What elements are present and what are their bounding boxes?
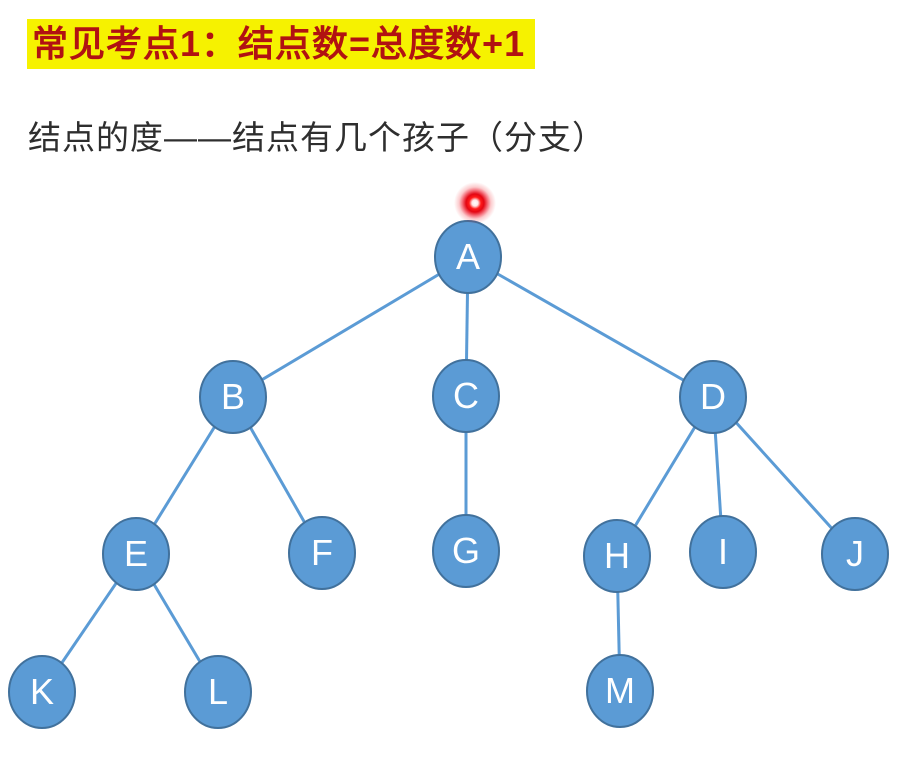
- tree-node-G: G: [432, 514, 500, 588]
- tree-node-M: M: [586, 654, 654, 728]
- tree-node-label: H: [604, 535, 630, 576]
- tree-node-label: M: [605, 670, 635, 711]
- tree-node-F: F: [288, 516, 356, 590]
- tree-node-circle: [199, 360, 267, 434]
- tree-node-circle: [583, 519, 651, 593]
- tree-node-circle: [184, 655, 252, 729]
- tree-node-J: J: [821, 517, 889, 591]
- tree-node-circle: [288, 516, 356, 590]
- tree-node-H: H: [583, 519, 651, 593]
- tree-node-circle: [689, 515, 757, 589]
- tree-node-label: A: [456, 236, 480, 277]
- slide-title: 常见考点1：结点数=总度数+1: [27, 19, 536, 69]
- tree-node-I: I: [689, 515, 757, 589]
- tree-node-label: E: [124, 533, 148, 574]
- tree-node-label: I: [718, 531, 728, 572]
- tree-node-label: J: [846, 533, 864, 574]
- tree-edge-A-B: [232, 255, 469, 399]
- tree-node-label: B: [221, 376, 245, 417]
- degree-definition-text: 结点的度——结点有几个孩子（分支）: [28, 119, 606, 156]
- tree-node-label: C: [453, 375, 479, 416]
- tree-node-circle: [432, 359, 500, 433]
- tree-node-L: L: [184, 655, 252, 729]
- tree-node-circle: [8, 655, 76, 729]
- tree-node-circle: [679, 360, 747, 434]
- tree-node-label: G: [452, 530, 480, 571]
- tree-node-circle: [102, 517, 170, 591]
- tree-node-label: F: [311, 532, 333, 573]
- tree-node-K: K: [8, 655, 76, 729]
- slide-title-highlight: 常见考点1：结点数=总度数+1: [27, 19, 536, 69]
- tree-node-label: D: [700, 376, 726, 417]
- tree-node-C: C: [432, 359, 500, 433]
- tree-node-circle: [821, 517, 889, 591]
- tree-node-A: A: [434, 220, 502, 294]
- tree-node-D: D: [679, 360, 747, 434]
- tree-node-B: B: [199, 360, 267, 434]
- tree-node-E: E: [102, 517, 170, 591]
- tree-node-circle: [586, 654, 654, 728]
- tree-node-label: L: [208, 671, 228, 712]
- tree-edge-A-D: [467, 255, 714, 399]
- tree-node-circle: [432, 514, 500, 588]
- tree-node-label: K: [30, 671, 54, 712]
